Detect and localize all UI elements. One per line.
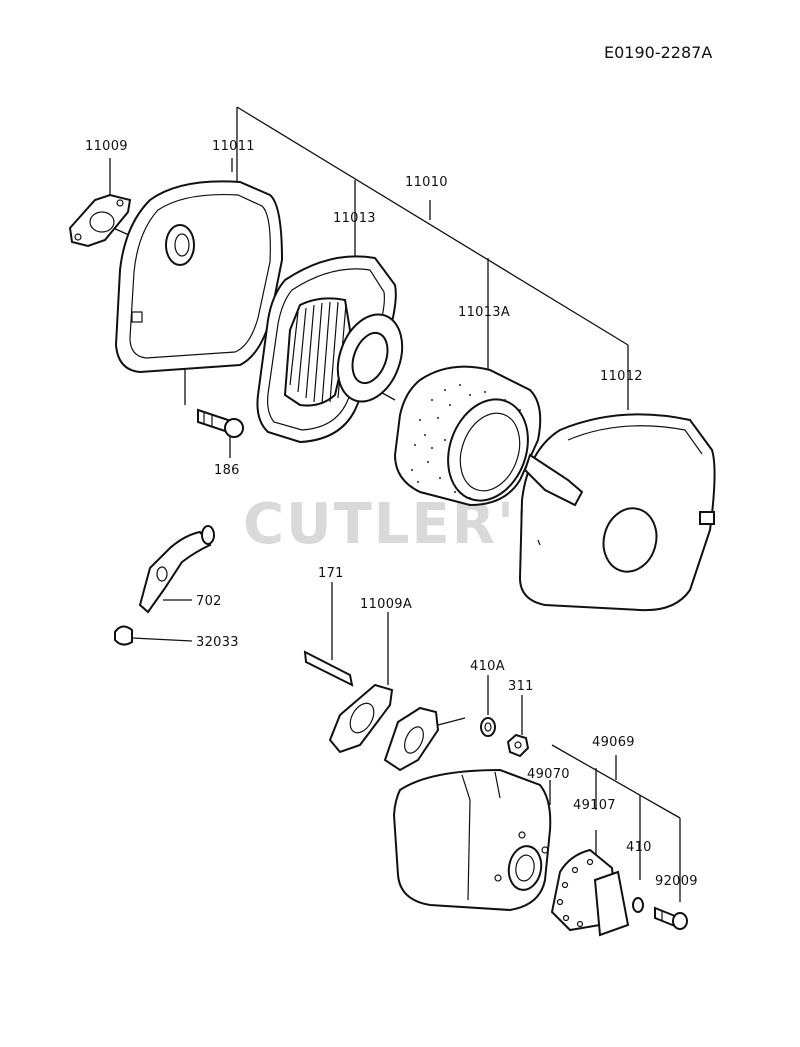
gasket-11009 [68, 193, 132, 248]
spark-arrester-49107 [550, 848, 630, 937]
hose-702 [138, 525, 215, 614]
stud-171 [303, 582, 354, 687]
leader-lines-49069 [551, 744, 681, 902]
filter-pleats [289, 301, 347, 405]
label-311: 311 [508, 679, 534, 694]
label-11013: 11013 [333, 211, 376, 226]
watermark: CUTLER'S [243, 492, 558, 557]
filter-element-11013 [256, 255, 404, 444]
label-49107: 49107 [573, 798, 616, 813]
pre-cleaner-11013A [393, 365, 542, 507]
label-186: 186 [214, 463, 240, 478]
part-labels: 11009 11011 11010 11013 11013A 11012 186… [85, 139, 698, 889]
label-49069: 49069 [592, 735, 635, 750]
label-11011: 11011 [212, 139, 255, 154]
diagram-code: E0190-2287A [604, 43, 712, 62]
label-49070: 49070 [527, 767, 570, 782]
screw-92009 [654, 906, 688, 930]
washer-410 [632, 897, 644, 913]
washer-410A [480, 675, 496, 737]
air-cleaner-cover-11012 [518, 413, 716, 612]
nut-311 [506, 695, 530, 758]
bolt-186 [197, 408, 244, 438]
label-410A: 410A [470, 659, 505, 674]
label-11009: 11009 [85, 139, 128, 154]
muffler-49070 [383, 706, 552, 912]
label-11012: 11012 [600, 369, 643, 384]
label-702: 702 [196, 594, 222, 609]
label-11009A: 11009A [360, 597, 412, 612]
label-92009: 92009 [655, 874, 698, 889]
gasket-11009A [328, 612, 394, 754]
label-11010: 11010 [405, 175, 448, 190]
clip-32033 [114, 625, 193, 646]
label-410: 410 [626, 840, 652, 855]
foam-texture [411, 384, 521, 499]
label-171: 171 [318, 566, 344, 581]
label-11013A: 11013A [458, 305, 510, 320]
air-cleaner-base-11011 [114, 180, 284, 374]
label-32033: 32033 [196, 635, 239, 650]
